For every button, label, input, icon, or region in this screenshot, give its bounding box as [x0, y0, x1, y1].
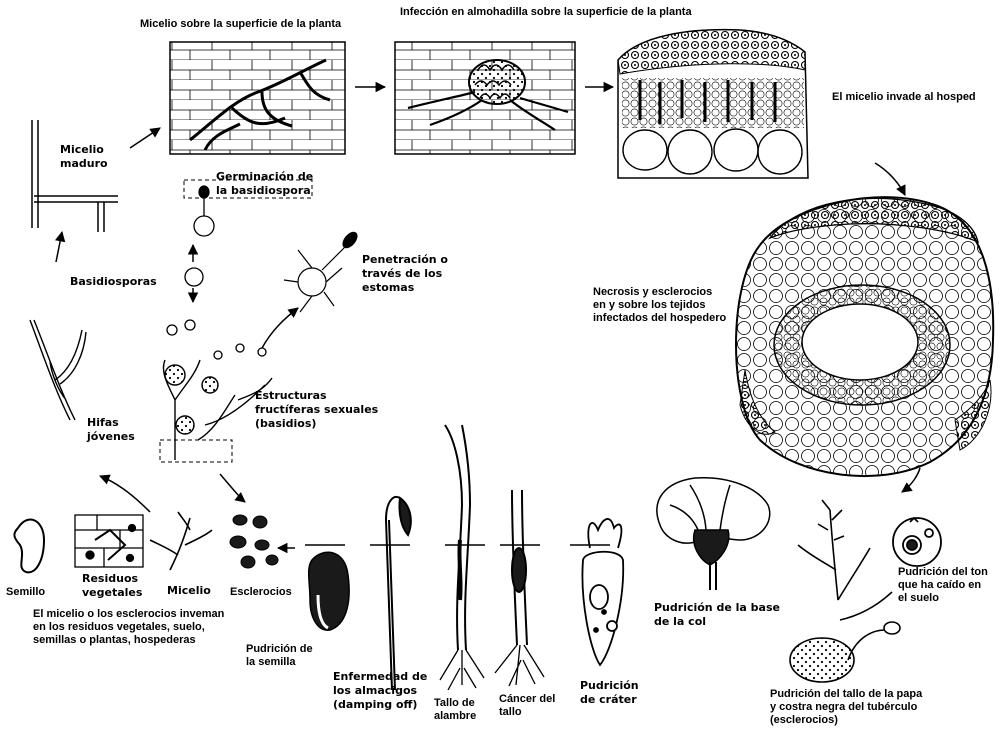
label-stem-canker: Cáncer del tallo	[499, 693, 555, 719]
label-germination: Germinación de la basidiospora	[216, 170, 313, 198]
label-fruiting-structures: Estructuras fructíferas sexuales (basidi…	[255, 389, 378, 431]
label-penetration: Penetración o través de los estomas	[362, 253, 448, 295]
mycelium-surface-drawing	[170, 42, 345, 154]
sclerotia-icon	[230, 515, 278, 568]
plant-residue-icon	[75, 515, 143, 567]
label-seed: Semillo	[6, 586, 45, 599]
label-crater-rot: Pudrición de cráter	[580, 679, 639, 707]
label-cabbage-rot: Pudrición de la base de la col	[654, 601, 780, 629]
label-necrosis: Necrosis y esclerocios en y sobre los te…	[593, 286, 726, 325]
stem-canker-icon	[495, 490, 544, 686]
stem-cross-section-drawing	[736, 197, 993, 476]
label-damping-off: Enfermedad de los almacigos (damping off…	[333, 670, 427, 712]
seed-icon	[14, 519, 44, 572]
label-plant-residue: Residuos vegetales	[82, 572, 142, 600]
penetration-spore-icon	[284, 230, 360, 312]
wire-stem-icon	[440, 425, 484, 690]
basidiospore-icon	[167, 186, 266, 359]
label-sclerotia: Esclerocios	[230, 586, 292, 599]
label-mycelium-invades: El micelio invade al hosped	[832, 91, 976, 104]
label-tomato-rot: Pudrición del ton que ha caído en el sue…	[898, 566, 988, 605]
tomato-icon	[893, 518, 941, 566]
label-seed-rot: Pudrición de la semilla	[246, 643, 313, 669]
label-potato-rot: Pudrición del tallo de la papa y costra …	[770, 688, 922, 727]
infection-cushion-drawing	[395, 42, 575, 154]
label-mycelium-surface: Micelio sobre la superficie de la planta	[140, 18, 341, 31]
seedling-icon	[386, 497, 411, 690]
carrot-icon	[582, 519, 623, 665]
label-mature-mycelium: Micelio maduro	[60, 143, 108, 171]
mycelium-invasion-drawing	[618, 30, 808, 178]
label-wire-stem: Tallo de alambre	[434, 697, 476, 723]
label-mycelium: Micelio	[167, 584, 211, 598]
label-young-hyphae: Hifas jóvenes	[87, 416, 135, 444]
mycelium-icon	[150, 512, 212, 570]
rotten-seed-icon	[309, 552, 349, 630]
label-overwinter-note: El micelio o los esclerocios inveman en …	[33, 608, 224, 647]
cabbage-icon	[657, 478, 770, 590]
label-infection-cushion: Infección en almohadilla sobre la superf…	[400, 6, 692, 19]
potato-plant-icon	[790, 500, 900, 682]
label-basidiospores: Basidiosporas	[70, 275, 157, 289]
